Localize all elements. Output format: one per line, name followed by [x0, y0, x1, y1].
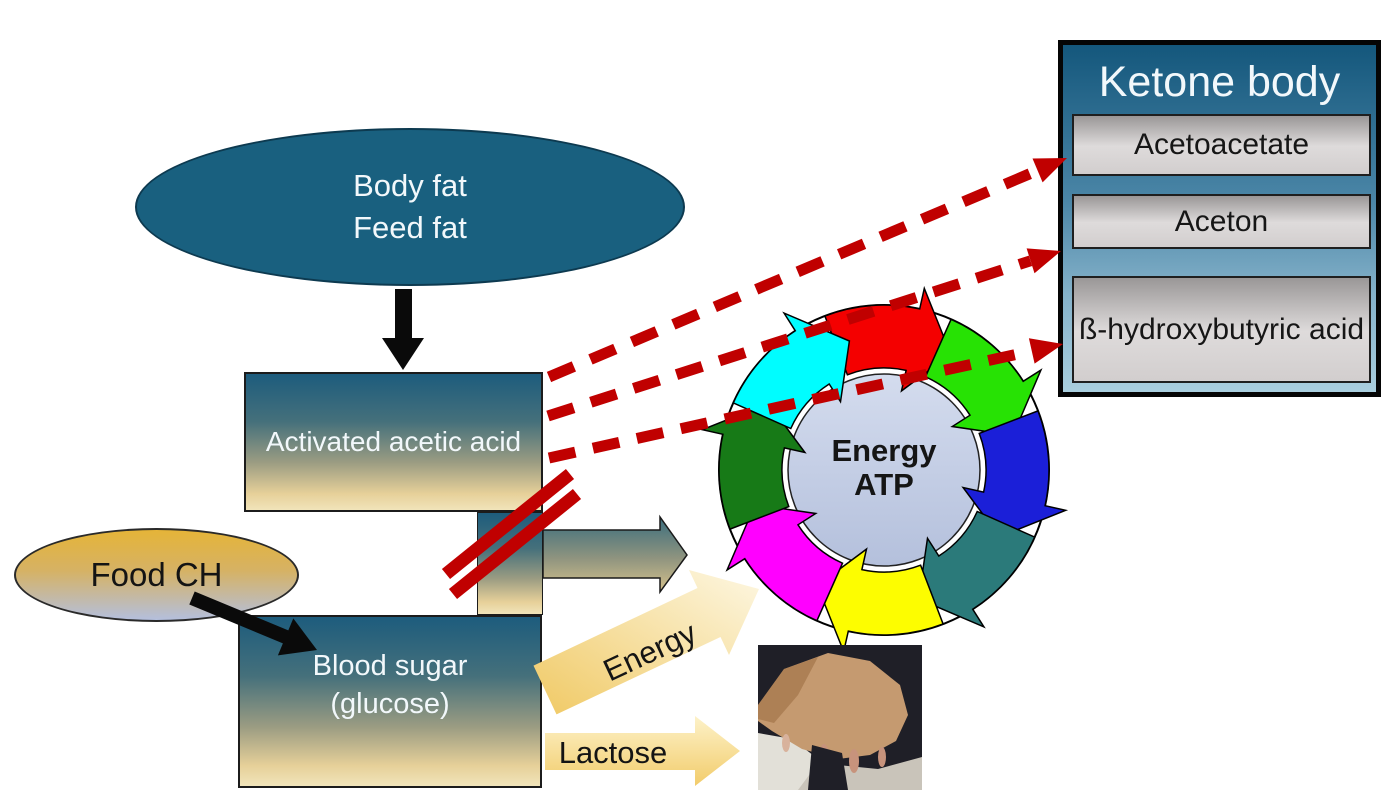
energy-arrow: [533, 570, 759, 715]
energy-atp-circle: [787, 373, 981, 567]
cycle-arrow-yellow: [816, 547, 945, 655]
blocked-slashes: [441, 468, 582, 600]
body-fat-label: Body fat Feed fat: [353, 168, 467, 245]
cycle-arrow-magenta: [725, 503, 844, 622]
ketone-item-acetoacetate: Acetoacetate: [1072, 114, 1371, 176]
energy-atp-label: Energy ATP: [831, 433, 937, 502]
cow-udder-photo: [758, 645, 922, 790]
ketone-dashed-arrows: [546, 158, 1067, 464]
food-to-blood-arrow: [189, 591, 317, 656]
ketone-item-bhb: ß-hydroxybutyric acid: [1072, 276, 1371, 383]
down-arrow: [382, 289, 424, 370]
ketone-dashed-arrowhead-1: [1026, 248, 1061, 274]
ketone-dashed-arrowhead-0: [1032, 158, 1067, 183]
ketone-body-title: Ketone body: [1098, 57, 1341, 106]
cycle-arrow-blue: [961, 409, 1069, 538]
ketone-dashed-arrowhead-2: [1028, 338, 1063, 364]
cycle-arrow-teal: [917, 510, 1036, 629]
cycle-arrow-green: [924, 318, 1043, 437]
blood-sugar-node: Blood sugar (glucose): [238, 615, 542, 788]
cycle-arrows: [699, 285, 1069, 655]
acetic-to-cycle-arrow: [542, 514, 688, 595]
activated-acetic-acid-label: Activated acetic acid: [265, 426, 522, 457]
ketone-item-aceton: Aceton: [1072, 194, 1371, 249]
lactose-arrow: [545, 716, 740, 786]
ketone-body-panel: Ketone body Acetoacetate Aceton ß-hydrox…: [1058, 40, 1381, 397]
food-ch-node: Food CH: [14, 528, 299, 622]
ketone-dashed-line-2: [547, 345, 1033, 464]
blood-sugar-label: Blood sugar (glucose): [312, 649, 468, 720]
ketone-dashed-line-1: [546, 255, 1033, 422]
body-fat-node: Body fat Feed fat: [135, 128, 685, 286]
food-ch-label: Food CH: [90, 556, 223, 593]
activated-acetic-acid-node: Activated acetic acid: [244, 372, 543, 512]
lactose-flow-label: Lactose: [558, 735, 668, 770]
